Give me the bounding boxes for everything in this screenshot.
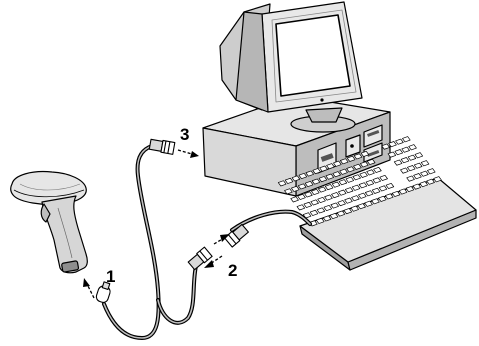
step-label-2: 2 <box>228 261 237 280</box>
keyboard-key <box>374 167 382 172</box>
arrow-step-1 <box>83 278 94 298</box>
keyboard-key <box>353 175 361 180</box>
keyboard-key <box>372 188 380 193</box>
monitor-stand-neck <box>306 108 342 122</box>
keyboard-key <box>396 139 404 144</box>
keyboard-key <box>358 193 366 198</box>
keyboard-key <box>297 205 305 210</box>
keyboard-key <box>400 168 408 173</box>
computer <box>203 2 390 196</box>
keyboard-key <box>318 187 326 192</box>
keyboard-key <box>304 202 312 207</box>
step-label-3: 3 <box>180 125 189 144</box>
keyboard-key <box>414 163 422 168</box>
monitor-screen <box>276 15 350 96</box>
keyboard-key <box>291 197 299 202</box>
keyboard-key <box>402 147 410 152</box>
keyboard-key <box>352 196 360 201</box>
keyboard-key <box>345 198 353 203</box>
keyboard-key <box>359 183 367 188</box>
keyboard-key <box>338 200 346 205</box>
keyboard-key <box>373 178 381 183</box>
keyboard-key <box>414 174 422 179</box>
barcode-scanner <box>11 172 88 273</box>
keyboard-key <box>324 205 332 210</box>
keyboard-key <box>325 195 333 200</box>
keyboard-key <box>427 169 435 174</box>
keyboard-key <box>332 182 340 187</box>
keyboard-key <box>380 175 388 180</box>
keyboard-key <box>386 183 394 188</box>
keyboard-key <box>360 172 368 177</box>
keyboard-key <box>394 160 402 165</box>
keyboard-key <box>345 188 353 193</box>
keyboard-key <box>338 190 346 195</box>
keyboard-key <box>352 185 360 190</box>
keyboard-key <box>379 186 387 191</box>
keyboard-key <box>331 203 339 208</box>
keyboard-key <box>331 192 339 197</box>
keyboard-key <box>409 145 417 150</box>
keyboard-key <box>318 197 326 202</box>
keyboard-key <box>421 161 429 166</box>
keyboard-key <box>408 155 416 160</box>
keyboard-key <box>346 177 354 182</box>
keyboard-key <box>310 210 318 215</box>
keyboard-key <box>317 208 325 213</box>
keyboard-key <box>421 171 429 176</box>
scanner-cable-port <box>61 261 78 273</box>
computer-connector <box>149 138 175 154</box>
keyboard-key <box>407 176 415 181</box>
arrow-step-3 <box>178 150 199 158</box>
keyboard-key <box>402 137 410 142</box>
keyboard-key <box>339 180 347 185</box>
keyboard-key <box>366 180 374 185</box>
keyboard-key <box>365 191 373 196</box>
keyboard-key <box>401 158 409 163</box>
keyboard-key <box>407 166 415 171</box>
keyboard-key <box>325 184 333 189</box>
step-label-1: 1 <box>106 267 115 286</box>
keyboard-key <box>311 200 319 205</box>
scanner-handle <box>42 196 87 273</box>
keyboard-key <box>367 170 375 175</box>
keyboard-key <box>415 153 423 158</box>
keyboard-key <box>395 150 403 155</box>
